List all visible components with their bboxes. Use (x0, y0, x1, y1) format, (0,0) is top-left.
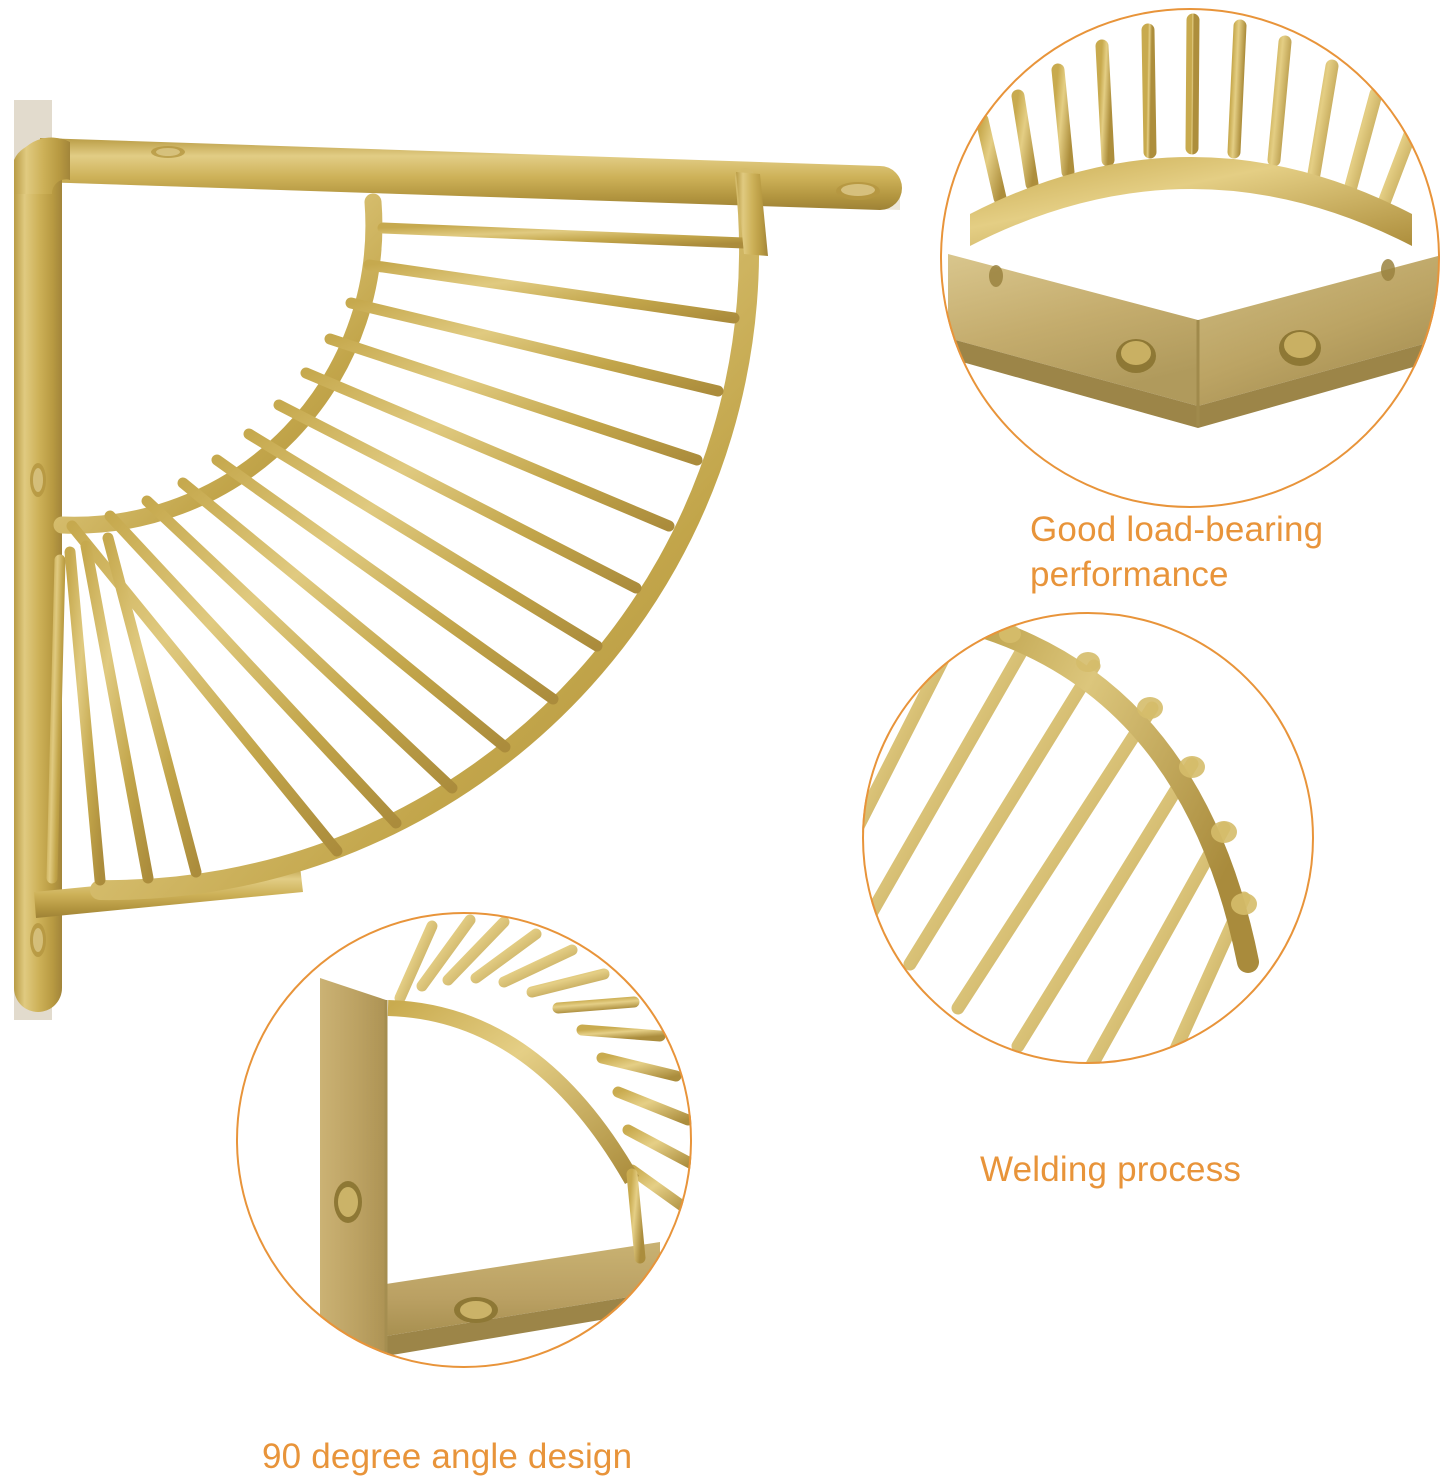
weld-joint (1231, 893, 1257, 915)
lower-spoke-group (46, 532, 202, 886)
caption-welding: Welding process (980, 1150, 1242, 1189)
angle-inner-arc (387, 1000, 639, 1184)
weld-joints (999, 625, 1257, 915)
caption-angle: 90 degree angle design (262, 1437, 633, 1476)
mounting-screw-holes (1116, 330, 1321, 373)
angle-screw-holes (334, 1181, 498, 1323)
outer-arc (90, 168, 759, 901)
angle-spokes (394, 914, 692, 1216)
weld-joint (1211, 821, 1237, 843)
arc-top-connector (736, 172, 768, 256)
corner-plate-edge (948, 338, 1438, 428)
weld-joint (999, 625, 1021, 643)
vertical-flange-face (320, 978, 386, 1358)
spoke-group (66, 222, 750, 857)
caption-load-bearing: Good load-bearing performance (1030, 510, 1324, 594)
callout-load-bearing-detail (940, 8, 1440, 508)
callout-angle-detail (236, 912, 692, 1368)
screw-hole (989, 265, 1003, 287)
detail-spokes (975, 13, 1421, 215)
corner-plate-right (1198, 256, 1438, 406)
detail-rim-arc (970, 157, 1412, 246)
screw-hole (1381, 259, 1395, 281)
weld-joint (1137, 697, 1163, 719)
weld-joint (1179, 756, 1205, 778)
main-product-photo (0, 60, 940, 1040)
callout-welding-detail (862, 612, 1314, 1064)
welding-spokes (862, 623, 1251, 1064)
inner-arc (53, 193, 383, 534)
sunburst-fan (46, 168, 759, 901)
weld-joint (1076, 652, 1100, 672)
top-horizontal-bar (40, 138, 902, 210)
welding-outer-arc (955, 612, 1259, 973)
